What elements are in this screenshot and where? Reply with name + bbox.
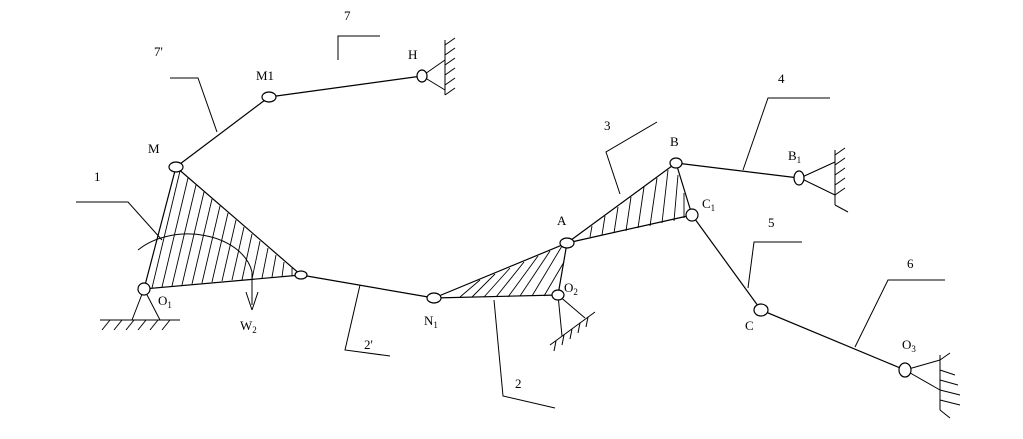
link-m1-h xyxy=(268,75,423,98)
joint-b xyxy=(669,157,683,169)
label-m: M xyxy=(148,141,160,156)
label-w2: W2 xyxy=(240,318,257,335)
number-7: 7 xyxy=(344,8,351,23)
label-o3: O3 xyxy=(902,337,916,354)
joint-o1 xyxy=(137,282,151,296)
number-2: 2 xyxy=(515,376,522,391)
number-4: 4 xyxy=(778,71,785,86)
joint-c1 xyxy=(685,208,699,222)
label-o2: O2 xyxy=(564,280,578,297)
link-2-prime xyxy=(300,274,435,299)
joint-a xyxy=(559,237,575,249)
label-b1: B1 xyxy=(788,148,801,165)
number-5: 5 xyxy=(768,215,775,230)
joint-m xyxy=(168,161,184,173)
joint-o2 xyxy=(551,289,565,301)
label-h: H xyxy=(408,47,417,62)
label-n1: N1 xyxy=(424,313,438,330)
link-3-triangle xyxy=(566,162,693,244)
label-c1: C1 xyxy=(702,196,715,213)
label-a: A xyxy=(557,213,567,228)
ground-support-o3 xyxy=(904,352,961,419)
number-7-prime: 7' xyxy=(154,44,163,59)
ground-support-h xyxy=(421,37,456,96)
number-1: 1 xyxy=(94,169,101,184)
number-2-prime: 2' xyxy=(364,337,373,352)
ground-support-o1 xyxy=(100,288,180,331)
leader-lines xyxy=(76,35,945,409)
joint-d xyxy=(294,270,308,280)
angular-velocity-arc xyxy=(137,233,259,311)
label-o1: O1 xyxy=(158,293,172,310)
link-m-m1 xyxy=(175,96,270,168)
label-m1: M1 xyxy=(256,68,274,83)
ground-support-b1 xyxy=(799,147,849,213)
link-1-triangle xyxy=(143,165,303,290)
joint-b1 xyxy=(793,170,805,186)
link-6 xyxy=(760,309,906,371)
joint-n1 xyxy=(426,292,442,304)
link-5 xyxy=(691,214,762,311)
joint-m1 xyxy=(261,91,277,103)
number-3: 3 xyxy=(604,118,611,133)
joint-h xyxy=(416,69,428,83)
label-c: C xyxy=(745,318,754,333)
joint-c xyxy=(753,303,769,317)
ground-support-o2 xyxy=(549,294,596,352)
link-4 xyxy=(675,162,800,179)
number-6: 6 xyxy=(907,256,914,271)
joint-o3 xyxy=(898,362,912,378)
link-2-triangle xyxy=(433,242,568,299)
label-b: B xyxy=(670,134,679,149)
joints xyxy=(137,69,912,378)
